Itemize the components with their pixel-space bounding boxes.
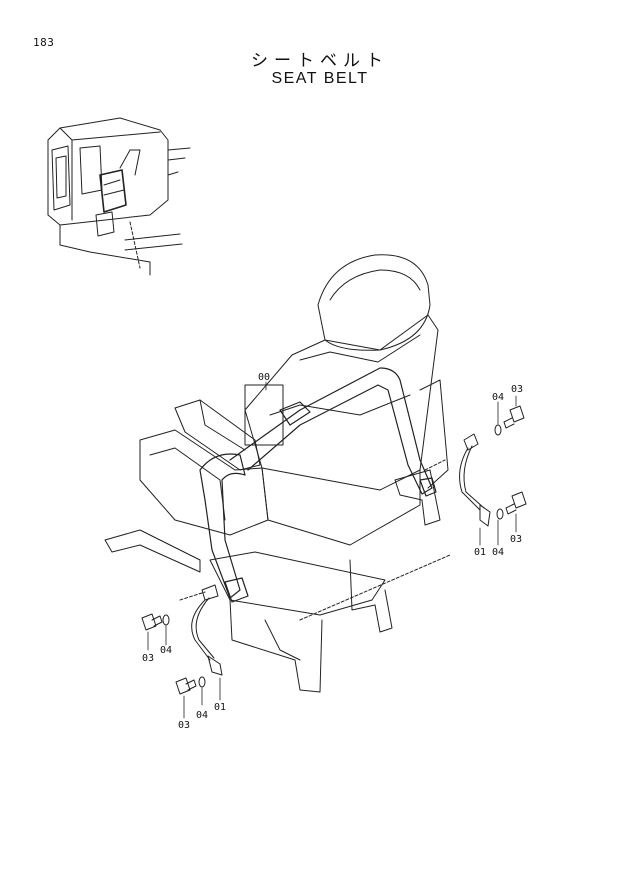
seat-belt-buckle-right — [459, 433, 491, 527]
mounting-bolt-upper-right — [503, 405, 525, 429]
label-belt-01-right: 01 — [474, 547, 486, 558]
operator-seat — [104, 254, 451, 693]
seat-belt-webbing — [199, 367, 437, 603]
label-belt-01-left: 01 — [214, 702, 226, 713]
label-seat-00: 00 — [258, 372, 270, 383]
title-japanese: シートベルト — [251, 51, 389, 71]
mounting-bolt-mid-right — [505, 491, 527, 515]
label-bolt-03-upper-right: 03 — [511, 384, 523, 395]
mounting-bolt-left-upper — [141, 613, 163, 631]
cab-locator-inset — [47, 117, 191, 276]
label-washer-04-mid-right: 04 — [492, 547, 504, 558]
washers — [162, 424, 504, 688]
label-washer-04-left-upper: 04 — [160, 645, 172, 656]
seat-belt-buckle-left — [191, 584, 223, 676]
title-english: SEAT BELT — [271, 70, 369, 87]
leader-lines — [147, 381, 517, 719]
label-washer-04-left-lower: 04 — [196, 710, 208, 721]
label-bolt-03-left-upper: 03 — [142, 653, 154, 664]
mounting-bolt-left-lower — [175, 677, 197, 695]
label-washer-04-upper-right: 04 — [492, 392, 504, 403]
page-number: 183 — [33, 36, 55, 49]
label-bolt-03-mid-right: 03 — [510, 534, 522, 545]
label-bolt-03-left-lower: 03 — [178, 720, 190, 731]
part-labels: 00 03 04 03 04 01 03 04 03 04 01 — [142, 372, 523, 731]
